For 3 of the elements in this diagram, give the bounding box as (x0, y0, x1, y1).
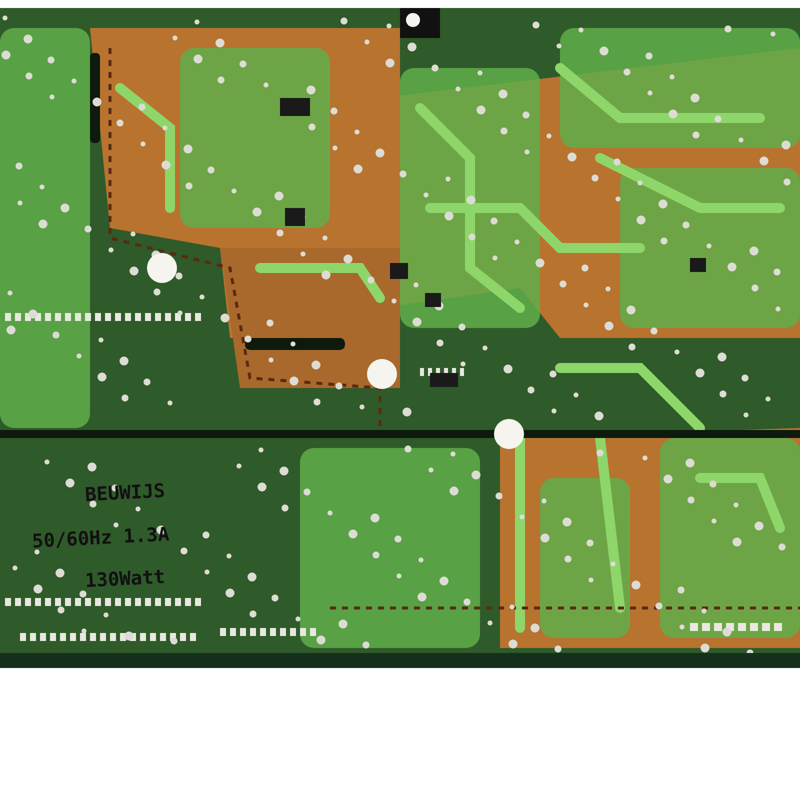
handwritten-note: BEUWIJS (84, 480, 166, 506)
handwritten-note: 50/60Hz 1.3A (32, 523, 170, 553)
handwritten-note: 130Watt (84, 566, 166, 592)
